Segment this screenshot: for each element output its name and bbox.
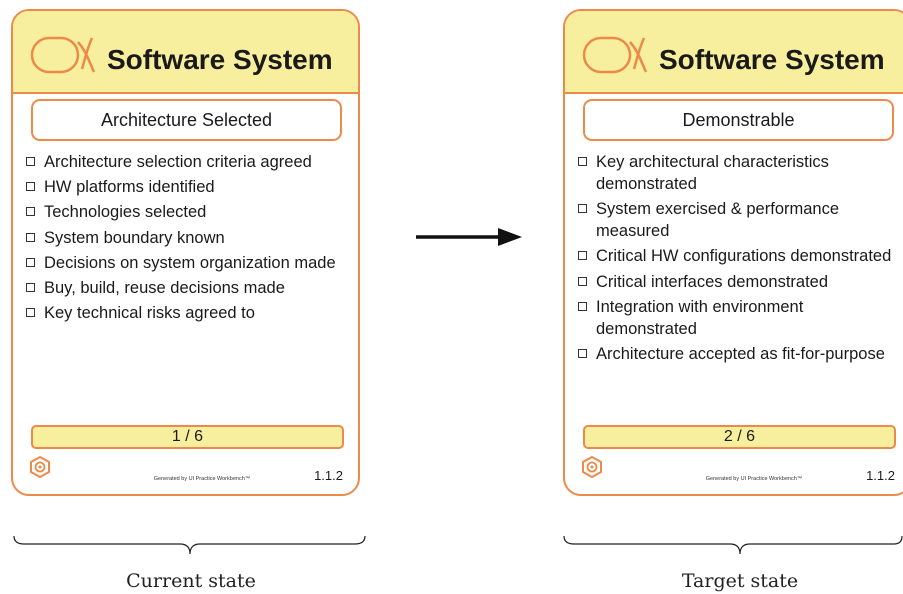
card-version: 1.1.2 xyxy=(866,468,895,483)
checklist-item-text: System exercised & performance measured xyxy=(596,200,840,241)
checklist: Architecture selection criteria agreed H… xyxy=(25,151,345,327)
checklist-item: Technologies selected xyxy=(25,201,345,223)
card-version: 1.1.2 xyxy=(314,468,343,483)
checkbox-icon xyxy=(26,308,35,318)
checklist-item: Critical HW configurations demonstrated xyxy=(577,245,897,267)
checkbox-icon xyxy=(26,282,35,292)
checklist-item: System boundary known xyxy=(25,227,345,249)
checkbox-icon xyxy=(26,207,35,217)
checklist-item: Architecture selection criteria agreed xyxy=(25,151,345,173)
checklist-item-text: System boundary known xyxy=(44,228,225,247)
curly-brace-icon xyxy=(563,535,903,555)
progress-indicator: 1 / 6 xyxy=(31,425,344,449)
progress-indicator: 2 / 6 xyxy=(583,425,896,449)
checklist-item: Integration with environment demonstrate… xyxy=(577,296,897,340)
checkbox-icon xyxy=(578,157,587,166)
generated-by-text: Generated by UI Practice Workbench™ xyxy=(705,476,803,482)
hexagon-gear-icon xyxy=(582,456,602,478)
checklist-item-text: HW platforms identified xyxy=(44,178,215,197)
current-state-card: Software System Architecture Selected Ar… xyxy=(11,9,360,496)
checkbox-icon xyxy=(26,182,35,192)
checklist-item: Key technical risks agreed to xyxy=(25,302,345,324)
state-name: Demonstrable xyxy=(583,99,894,141)
checklist-item: Critical interfaces demonstrated xyxy=(577,271,897,293)
current-state-caption: Current state xyxy=(126,570,256,592)
checklist-item: Key architectural characteristics demons… xyxy=(577,151,897,195)
checklist-item-text: Decisions on system organization made xyxy=(44,253,336,272)
target-state-caption: Target state xyxy=(681,570,799,592)
checklist-item-text: Critical HW configurations demonstrated xyxy=(596,247,892,266)
card-header: Software System xyxy=(13,11,358,94)
alpha-icon xyxy=(582,36,648,74)
checklist-item: System exercised & performance measured xyxy=(577,198,897,242)
checkbox-icon xyxy=(26,232,35,242)
checkbox-icon xyxy=(26,157,35,166)
card-header: Software System xyxy=(565,11,903,94)
card-title: Software System xyxy=(659,44,885,75)
hexagon-gear-icon xyxy=(30,456,50,478)
checkbox-icon xyxy=(578,348,587,358)
right-arrow-icon xyxy=(416,228,522,246)
curly-brace-icon xyxy=(13,535,366,555)
checklist-item-text: Key technical risks agreed to xyxy=(44,304,255,323)
state-name: Architecture Selected xyxy=(31,99,342,141)
checklist-item-text: Architecture selection criteria agreed xyxy=(44,153,312,171)
alpha-icon xyxy=(30,36,96,74)
checklist-item-text: Technologies selected xyxy=(44,203,207,222)
checklist-item: Architecture accepted as fit-for-purpose xyxy=(577,343,897,365)
checkbox-icon xyxy=(26,257,35,267)
checklist-item: Buy, build, reuse decisions made xyxy=(25,277,345,299)
checklist-item-text: Critical interfaces demonstrated xyxy=(596,272,829,291)
card-title: Software System xyxy=(107,44,333,75)
checklist-item-text: Architecture accepted as fit-for-purpose xyxy=(596,344,885,363)
checkbox-icon xyxy=(578,251,587,261)
checklist-item-text: Integration with environment demonstrate… xyxy=(596,297,804,338)
checklist-item-text: Buy, build, reuse decisions made xyxy=(44,278,285,297)
checklist-item: Decisions on system organization made xyxy=(25,252,345,274)
checklist-item-text: Key architectural characteristics demons… xyxy=(596,153,829,193)
target-state-card: Software System Demonstrable Key archite… xyxy=(563,9,903,496)
checklist: Key architectural characteristics demons… xyxy=(577,151,897,368)
checklist-item: HW platforms identified xyxy=(25,176,345,198)
generated-by-text: Generated by UI Practice Workbench™ xyxy=(153,476,251,482)
checkbox-icon xyxy=(578,276,587,286)
checkbox-icon xyxy=(578,204,587,214)
checkbox-icon xyxy=(578,301,587,311)
